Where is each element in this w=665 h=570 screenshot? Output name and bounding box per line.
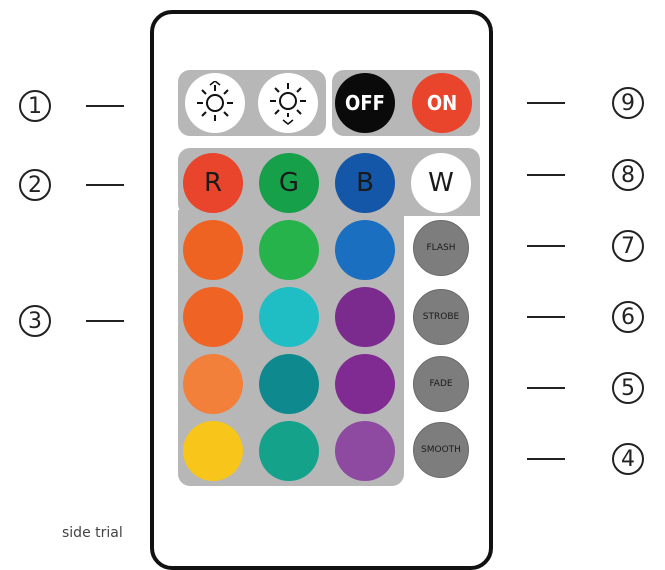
callout-line (527, 458, 565, 460)
color-button[interactable] (335, 287, 395, 347)
callout-9: 9 (612, 87, 644, 119)
brightness-down-icon[interactable] (258, 73, 318, 133)
strobe-button[interactable]: STROBE (413, 289, 469, 345)
callout-4: 4 (612, 443, 644, 475)
color-button[interactable] (259, 287, 319, 347)
color-button[interactable] (259, 220, 319, 280)
callout-1: 1 (19, 90, 51, 122)
white-button[interactable]: W (411, 153, 471, 213)
callout-line (527, 174, 565, 176)
on-button[interactable]: ON (412, 73, 472, 133)
red-button[interactable]: R (183, 153, 243, 213)
color-button[interactable] (335, 421, 395, 481)
blue-button[interactable]: B (335, 153, 395, 213)
color-button[interactable] (183, 421, 243, 481)
callout-line (527, 245, 565, 247)
callout-line (86, 105, 124, 107)
callout-3: 3 (19, 305, 51, 337)
color-button[interactable] (335, 220, 395, 280)
callout-2: 2 (19, 169, 51, 201)
callout-line (86, 184, 124, 186)
color-button[interactable] (183, 354, 243, 414)
color-button[interactable] (183, 220, 243, 280)
callout-line (527, 316, 565, 318)
off-button[interactable]: OFF (335, 73, 395, 133)
brightness-up-icon[interactable] (185, 73, 245, 133)
flash-button[interactable]: FLASH (413, 220, 469, 276)
color-button[interactable] (259, 354, 319, 414)
callout-7: 7 (612, 230, 644, 262)
callout-5: 5 (612, 372, 644, 404)
color-button[interactable] (335, 354, 395, 414)
smooth-button[interactable]: SMOOTH (413, 422, 469, 478)
footer-text: side trial (62, 525, 123, 541)
green-button[interactable]: G (259, 153, 319, 213)
callout-6: 6 (612, 301, 644, 333)
callout-line (86, 320, 124, 322)
fade-button[interactable]: FADE (413, 356, 469, 412)
color-button[interactable] (259, 421, 319, 481)
callout-line (527, 387, 565, 389)
callout-line (527, 102, 565, 104)
callout-8: 8 (612, 159, 644, 191)
color-button[interactable] (183, 287, 243, 347)
